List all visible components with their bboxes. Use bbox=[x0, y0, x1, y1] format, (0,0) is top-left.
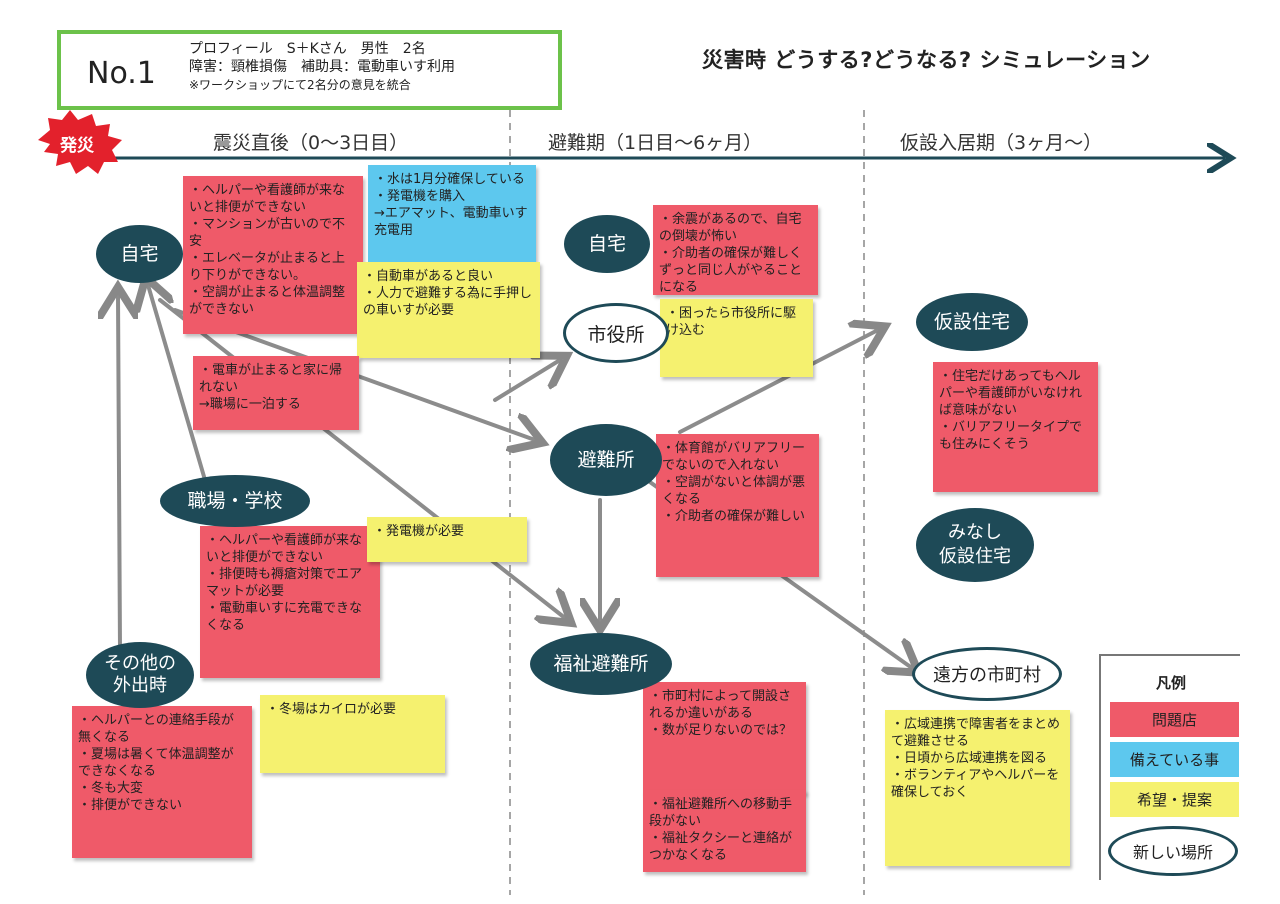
place-deemed-temp-housing: みなし 仮設住宅 bbox=[916, 508, 1034, 582]
place-welfare-shelter: 福祉避難所 bbox=[530, 633, 672, 695]
note-home-problems: ・ヘルパーや看護師が来ないと排便ができない ・マンションが古いので不安 ・エレベ… bbox=[183, 176, 363, 334]
badge-starburst bbox=[38, 110, 122, 174]
profile-line-3: ※ワークショップにて2名分の意見を統合 bbox=[189, 78, 411, 92]
profile-number: No.1 bbox=[87, 56, 156, 91]
badge-label: 発災 bbox=[60, 136, 94, 156]
note-cityhall-wish: ・困ったら市役所に駆け込む bbox=[660, 299, 813, 377]
profile-box: No.1 プロフィール S＋Kさん 男性 2名 障害：頸椎損傷 補助具：電動車い… bbox=[57, 30, 562, 110]
arrow-to-cityhall bbox=[493, 360, 560, 402]
note-outing-wish: ・冬場はカイロが必要 bbox=[260, 695, 445, 773]
arrow-home-welfare bbox=[158, 298, 565, 618]
legend-problem: 問題店 bbox=[1110, 702, 1239, 737]
note-home-prepared: ・水は1月分確保している ・発電機を購入 →エアマット、電動車いす充電用 bbox=[368, 165, 536, 265]
legend-new-place: 新しい場所 bbox=[1108, 826, 1238, 876]
place-work: 職場・学校 bbox=[160, 475, 310, 527]
note-shelter-problems: ・体育館がバリアフリーでないので入れない ・空調がないと体調が悪くなる ・介助者… bbox=[656, 434, 819, 577]
place-shelter: 避難所 bbox=[550, 424, 662, 496]
place-home: 自宅 bbox=[96, 225, 183, 283]
note-temp-problems: ・住宅だけあってもヘルパーや看護師がいなければ意味がない ・バリアフリータイプで… bbox=[933, 362, 1098, 492]
note-work-commute: ・電車が止まると家に帰れない →職場に一泊する bbox=[193, 356, 359, 430]
note-home2-problems: ・余震があるので、自宅の倒壊が怖い ・介助者の確保が難しくずっと同じ人がやること… bbox=[653, 205, 818, 295]
note-home-wishes: ・自動車があると良い ・人力で避難する為に手押しの車いすが必要 bbox=[357, 262, 540, 358]
profile-line-2: 障害：頸椎損傷 補助具：電動車いす利用 bbox=[189, 59, 455, 75]
arrow-work-home bbox=[148, 285, 207, 482]
profile-line-1: プロフィール S＋Kさん 男性 2名 bbox=[189, 41, 426, 57]
note-work-wish: ・発電機が必要 bbox=[367, 517, 527, 562]
page-title: 災害時 どうする?どうなる? シミュレーション bbox=[702, 48, 1151, 72]
note-welfare-problems-1: ・市町村によって開設されるか違いがある ・数が足りないのでは？ bbox=[643, 682, 806, 794]
note-welfare-problems-2: ・福祉避難所への移動手段がない ・福祉タクシーと連絡がつかなくなる bbox=[643, 790, 806, 872]
profile-text: プロフィール S＋Kさん 男性 2名 障害：頸椎損傷 補助具：電動車いす利用 ※… bbox=[189, 40, 455, 94]
arrow-outing-home bbox=[118, 295, 120, 652]
legend-title: 凡例 bbox=[1156, 674, 1187, 692]
place-home-2: 自宅 bbox=[564, 215, 650, 273]
phase-label-3: 仮設入居期（3ヶ月〜） bbox=[900, 132, 1103, 154]
legend-wish: 希望・提案 bbox=[1110, 782, 1239, 817]
place-outing: その他の 外出時 bbox=[86, 642, 194, 708]
place-temp-housing: 仮設住宅 bbox=[916, 293, 1028, 351]
place-remote-town: 遠方の市町村 bbox=[912, 647, 1062, 701]
phase-label-2: 避難期（1日目〜6ヶ月） bbox=[548, 132, 763, 154]
arrow-shelter-temp bbox=[678, 330, 878, 434]
phase-label-1: 震災直後（0〜3日目） bbox=[213, 132, 409, 154]
legend-prepared: 備えている事 bbox=[1110, 742, 1239, 777]
place-cityhall: 市役所 bbox=[563, 303, 669, 363]
note-remote-wishes: ・広域連携で障害者をまとめて避難させる ・日頃から広域連携を図る ・ボランティア… bbox=[885, 710, 1070, 866]
note-work-problems: ・ヘルパーや看護師が来ないと排便ができない ・排便時も褥瘡対策でエアマットが必要… bbox=[200, 526, 380, 678]
legend-bracket bbox=[1099, 654, 1240, 880]
note-outing-problems: ・ヘルパーとの連絡手段が無くなる ・夏場は暑くて体温調整ができなくなる ・冬も大… bbox=[72, 706, 252, 858]
